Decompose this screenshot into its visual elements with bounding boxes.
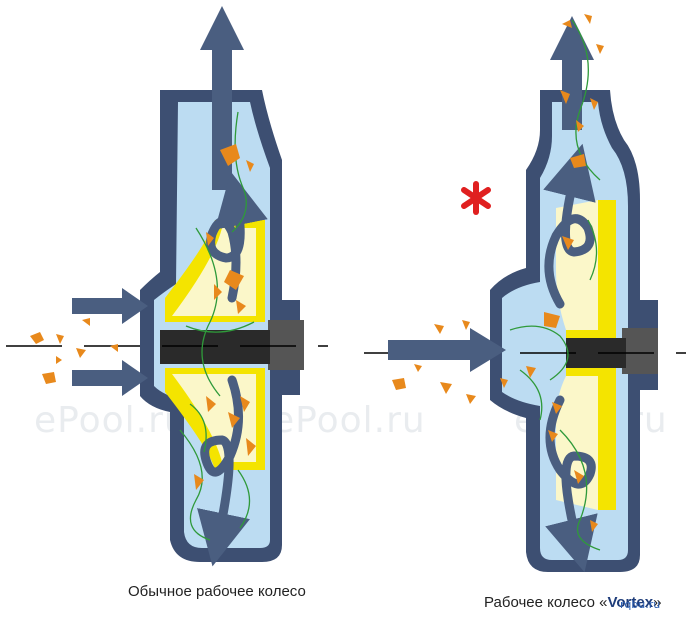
standard-fibers: [179, 111, 255, 541]
standard-outlet-arrow: [200, 6, 244, 190]
standard-shaft-block: [268, 320, 304, 370]
standard-swirl-upper: [206, 171, 268, 303]
standard-pump: [6, 6, 328, 567]
vortex-inlet-arrow: [388, 328, 506, 372]
vortex-highlight-star-icon: [461, 181, 491, 215]
standard-inlet-arrow-bottom: [72, 360, 148, 396]
standard-inlet-arrow-top: [72, 288, 148, 324]
site-logo: rqbu.ru: [620, 598, 661, 611]
standard-impeller-caption: Обычное рабочее колесо: [128, 583, 306, 600]
vortex-blade-lower: [556, 376, 598, 510]
vortex-debris: [392, 14, 604, 532]
standard-swirl-lower: [197, 375, 250, 567]
vortex-swirl-lower: [545, 395, 598, 573]
vortex-impeller-caption: Рабочее колесо «Vortex»: [484, 594, 661, 611]
standard-shaft-hub: [160, 330, 270, 364]
vortex-caption-prefix: Рабочее колесо «: [484, 594, 608, 611]
vortex-outlet-arrow: [550, 16, 594, 130]
vortex-shaft-block: [622, 328, 658, 374]
vortex-pump: [364, 14, 686, 573]
vortex-caption-suffix: »: [653, 594, 662, 611]
vortex-caption-brand: Vortex: [607, 594, 654, 611]
standard-debris: [30, 144, 256, 490]
